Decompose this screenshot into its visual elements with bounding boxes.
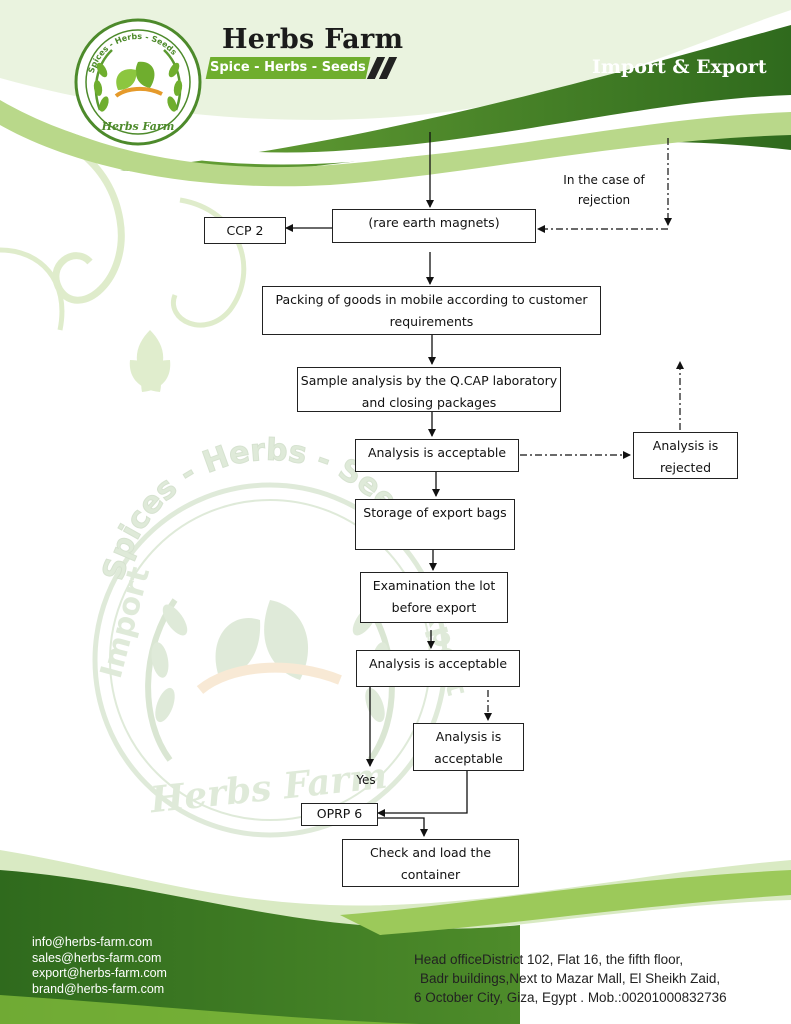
sample-analysis-box: Sample analysis by the Q.CAP laboratory …	[297, 367, 561, 412]
logo-bottom-text: Herbs Farm	[101, 120, 175, 133]
analysis-acceptable-box-3: Analysis is acceptable	[413, 723, 524, 771]
analysis-acceptable-box-1: Analysis is acceptable	[355, 439, 519, 472]
header-white-curve	[0, 85, 791, 165]
yes-label: Yes	[356, 773, 376, 787]
magnets-box: (rare earth magnets)	[332, 209, 536, 243]
leaf-decoration	[129, 330, 171, 392]
address-line-3: 6 October City, Giza, Egypt . Mob.:00201…	[414, 990, 727, 1005]
note-rejection: In the case of rejection	[563, 173, 645, 207]
email-export[interactable]: export@herbs-farm.com	[32, 966, 167, 980]
footer-dark-band	[0, 870, 520, 1024]
analysis-acceptable-box-2: Analysis is acceptable	[356, 650, 520, 687]
examination-box: Examination the lot before export	[360, 572, 508, 623]
import-export-title: Import & Export	[592, 56, 767, 78]
check-load-box: Check and load the container	[342, 839, 519, 887]
address-line-2: Badr buildings,Next to Mazar Mall, El Sh…	[420, 971, 721, 986]
ccp2-box: CCP 2	[204, 217, 286, 244]
arrow-acceptable3-to-oprp6	[377, 771, 468, 817]
email-brand[interactable]: brand@herbs-farm.com	[32, 981, 165, 996]
brand-name: Herbs Farm	[222, 24, 404, 55]
footer-emails: info@herbs-farm.com sales@herbs-farm.com…	[32, 935, 167, 997]
analysis-rejected-box: Analysis is rejected	[633, 432, 738, 479]
footer-lime-band	[340, 870, 791, 935]
header-lime-band	[0, 95, 791, 187]
oprp6-box: OPRP 6	[301, 803, 378, 826]
address-line-1: Head officeDistrict 102, Flat 16, the fi…	[414, 952, 684, 967]
storage-box: Storage of export bags	[355, 499, 515, 550]
logo: Spices - Herbs - Seeds Herbs Farm	[74, 18, 202, 146]
packing-box: Packing of goods in mobile according to …	[262, 286, 601, 335]
footer-address: Head officeDistrict 102, Flat 16, the fi…	[414, 950, 764, 1007]
footer-lime-bottom	[0, 995, 420, 1024]
email-info[interactable]: info@herbs-farm.com	[32, 935, 153, 949]
email-sales[interactable]: sales@herbs-farm.com	[32, 950, 162, 965]
